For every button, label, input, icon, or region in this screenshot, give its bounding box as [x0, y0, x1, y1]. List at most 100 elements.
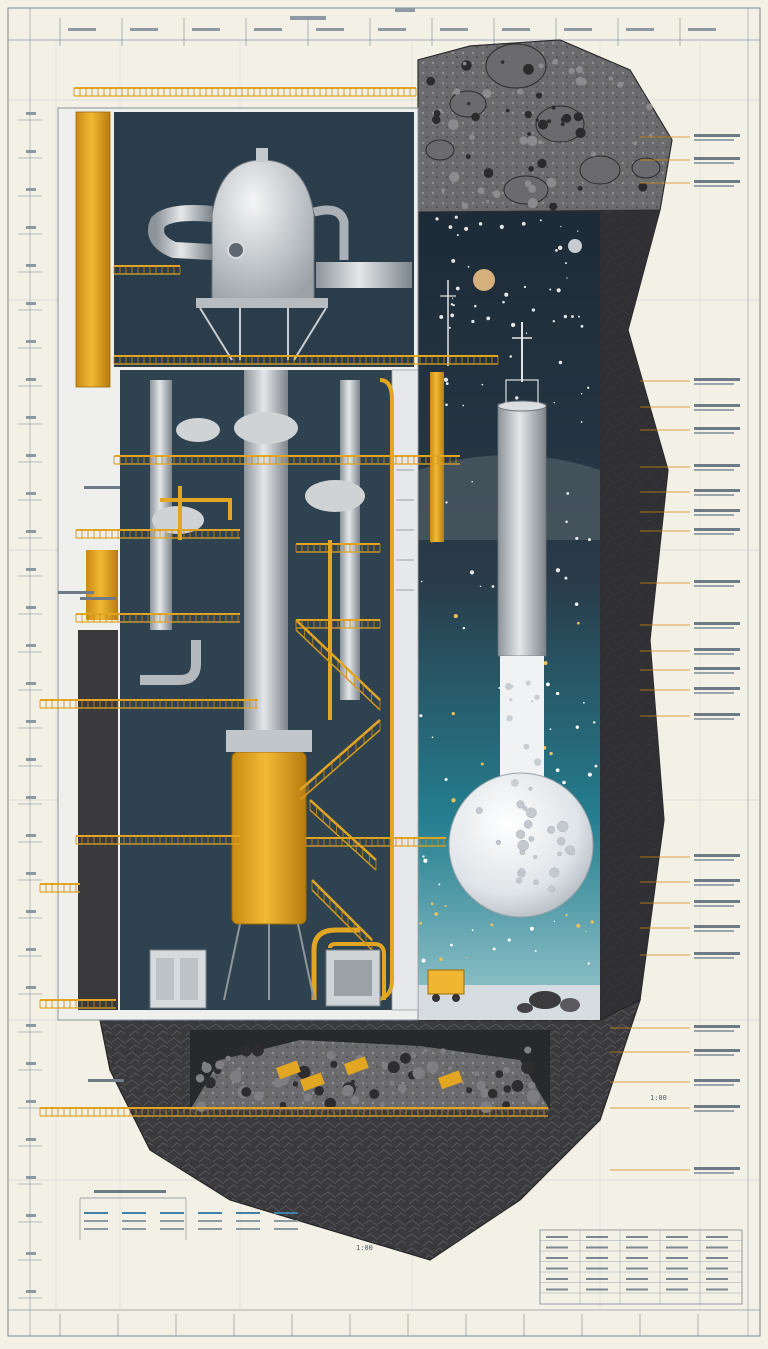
star — [564, 262, 567, 265]
star — [549, 288, 552, 291]
rock-chunk — [524, 1046, 532, 1054]
dimension-stub — [26, 188, 36, 191]
star — [549, 751, 553, 756]
label-stub — [84, 486, 120, 489]
pebble — [524, 180, 532, 188]
dimension-stub — [26, 682, 36, 685]
title-block-stub — [706, 1246, 728, 1249]
star — [455, 286, 460, 291]
crater — [547, 825, 556, 834]
rock-chunk — [229, 1070, 242, 1083]
rock-chunk — [204, 1077, 216, 1089]
star — [523, 285, 527, 289]
star — [471, 319, 475, 324]
star — [558, 360, 563, 365]
star — [525, 332, 528, 334]
dimension-stub — [26, 378, 36, 381]
pebble — [538, 140, 543, 145]
star — [566, 491, 570, 495]
pebble — [528, 165, 534, 172]
star — [580, 324, 584, 328]
label-stub — [694, 514, 734, 516]
title-block-stub — [666, 1236, 688, 1238]
crater — [557, 820, 569, 833]
pebble — [500, 60, 505, 64]
star — [451, 258, 456, 263]
legend-stub — [84, 1228, 108, 1230]
dimension-stub — [26, 720, 36, 723]
boulders — [425, 43, 661, 211]
dimension-stub — [26, 1214, 36, 1217]
title-block-stub — [546, 1288, 568, 1291]
bubble — [523, 743, 530, 750]
star — [445, 501, 448, 504]
star — [566, 277, 568, 279]
pebble — [546, 177, 557, 188]
legend-stub — [274, 1228, 298, 1230]
star — [587, 772, 592, 777]
rock-chunk — [423, 1048, 428, 1053]
pebble — [461, 60, 472, 71]
star — [565, 913, 568, 917]
label-stub — [694, 653, 734, 655]
legend-stub — [274, 1212, 298, 1214]
bubble — [511, 779, 519, 787]
dimension-stub — [26, 910, 36, 913]
label-stub — [694, 692, 734, 694]
rock-chunk — [474, 1071, 480, 1077]
pebble — [467, 101, 471, 106]
star — [471, 480, 473, 483]
rock-chunk — [241, 1087, 252, 1097]
star — [491, 585, 495, 588]
star — [453, 613, 458, 619]
star — [444, 778, 448, 782]
pebble — [431, 115, 441, 125]
label-stub — [694, 528, 740, 531]
legend-stub — [198, 1228, 222, 1230]
star — [445, 382, 449, 385]
star — [587, 386, 590, 389]
pebble — [453, 88, 461, 95]
rock-chunk — [387, 1061, 400, 1074]
star — [557, 245, 563, 250]
title-block-stub — [626, 1278, 648, 1280]
label-stub — [694, 1079, 740, 1082]
pebble — [608, 76, 613, 81]
legend-stub — [160, 1220, 184, 1222]
star — [580, 421, 583, 423]
star — [574, 602, 579, 607]
star — [466, 956, 468, 959]
title-block-stub — [706, 1236, 728, 1238]
label-stub — [694, 1110, 734, 1112]
crater — [533, 879, 539, 886]
pebble — [505, 108, 510, 113]
callout-label-stubs — [58, 134, 740, 1174]
star — [462, 626, 466, 630]
pebble — [465, 154, 471, 160]
star — [552, 320, 555, 323]
star — [587, 962, 590, 965]
pebble — [483, 168, 494, 178]
label-stub — [694, 900, 740, 903]
star — [577, 315, 580, 318]
crater — [557, 851, 562, 857]
pebble — [462, 61, 467, 66]
label-stub — [694, 854, 740, 857]
crater — [518, 867, 525, 874]
star — [515, 396, 519, 400]
star — [499, 224, 504, 229]
planet-icon — [568, 239, 582, 253]
bubble — [506, 715, 513, 722]
star — [444, 905, 447, 907]
dimension-stub — [26, 492, 36, 495]
crater — [528, 786, 533, 791]
label-stub — [58, 591, 94, 594]
label-stub — [694, 925, 740, 928]
lower-cavern — [99, 998, 642, 1261]
rock-chunk — [292, 1081, 299, 1087]
dimension-stub — [26, 758, 36, 761]
dimension-stub — [26, 1176, 36, 1179]
pebble — [590, 151, 597, 157]
gold-ore — [344, 1056, 369, 1076]
star — [480, 762, 484, 766]
